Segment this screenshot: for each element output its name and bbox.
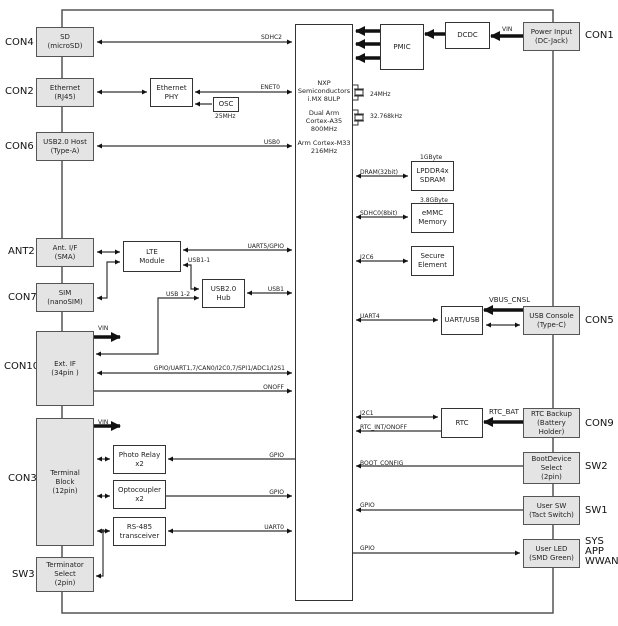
ethernet-box: Ethernet(RJ45) xyxy=(36,78,94,107)
vin-label: VIN xyxy=(98,325,108,332)
terminator-line xyxy=(96,531,104,579)
user-sw-box: User SW(Tact Switch) xyxy=(523,496,580,525)
usb11-label: USB1-1 xyxy=(188,257,210,264)
osc-box: OSC xyxy=(213,97,239,112)
ant2-label: ANT2 xyxy=(8,246,35,257)
sw2-label: SW2 xyxy=(585,461,608,472)
dram-label: DRAM(32bit) xyxy=(360,169,398,176)
uart5-label: UART5/GPIO xyxy=(248,243,285,250)
crystal-icon xyxy=(352,84,364,101)
ddr-size: 1GByte xyxy=(420,154,442,161)
dcdc-box: DCDC xyxy=(445,22,490,49)
con2-label: CON2 xyxy=(5,86,34,97)
enet0-label: ENET0 xyxy=(260,84,280,91)
sim-lte-line xyxy=(97,259,120,301)
con3-label: CON3 xyxy=(8,473,37,484)
sdhc0-label: SDHC0(8bit) xyxy=(360,210,397,217)
wwan-label: WWAN xyxy=(585,556,618,567)
gpio-label: GPIO xyxy=(360,545,375,552)
usb0-label: USB0 xyxy=(264,139,280,146)
usb12-label: USB 1-2 xyxy=(166,291,190,298)
con4-label: CON4 xyxy=(5,37,34,48)
emmc-size: 3.8GByte xyxy=(420,197,448,204)
rtc-box: RTC xyxy=(441,408,483,438)
sim-box: SIM(nanoSIM) xyxy=(36,283,94,312)
uart4-label: UART4 xyxy=(360,313,380,320)
osc-freq: 25MHz xyxy=(215,113,235,120)
vbus-label: VBUS_CNSL xyxy=(489,296,530,304)
board-outline xyxy=(61,9,554,614)
sdhc2-label: SDHC2 xyxy=(261,34,282,41)
usb1-label: USB1 xyxy=(268,286,284,293)
user-led-box: User LED(SMD Green) xyxy=(523,539,580,568)
antenna-box: Ant. I/F(SMA) xyxy=(36,238,94,267)
xtal-24mhz-label: 24MHz xyxy=(370,91,390,98)
app-label: APP xyxy=(585,546,604,557)
rtcint-label: RTC_INT/ONOFF xyxy=(360,424,408,431)
rtc-backup-box: RTC Backup(Battery Holder) xyxy=(523,408,580,438)
vin-label: VIN xyxy=(502,26,512,33)
i2c6-label: I2C6 xyxy=(360,254,374,261)
con6-label: CON6 xyxy=(5,141,34,152)
vin-label: VIN xyxy=(98,419,108,426)
uart-usb-box: UART/USB xyxy=(441,306,483,335)
con9-label: CON9 xyxy=(585,418,614,429)
gpio-label: GPIO xyxy=(269,452,284,459)
con7-label: CON7 xyxy=(8,292,37,303)
usb-host-box: USB2.0 Host(Type-A) xyxy=(36,132,94,161)
con1-label: CON1 xyxy=(585,30,614,41)
con5-label: CON5 xyxy=(585,315,614,326)
gpio-label: GPIO xyxy=(360,502,375,509)
sys-label: SYS xyxy=(585,536,604,547)
gpio-label: GPIO xyxy=(269,489,284,496)
i2c1-label: I2C1 xyxy=(360,410,374,417)
usb12-line xyxy=(96,295,199,357)
pmic-box: PMIC xyxy=(380,24,424,70)
boot-label: BOOT_CONFIG xyxy=(360,460,404,467)
sw1-label: SW1 xyxy=(585,505,608,516)
extbus-label: GPIO/UART1,7/CAN0/I2C0,7/SPI1/ADC1/I2S1 xyxy=(154,365,285,372)
sd-box: SD(microSD) xyxy=(36,27,94,57)
usb-console-box: USB Console(Type-C) xyxy=(523,306,580,335)
sw3-label: SW3 xyxy=(12,569,35,580)
usb11-line xyxy=(183,262,199,292)
ext-if-box: Ext. IF(34pin ) xyxy=(36,331,94,406)
crystal-icon xyxy=(352,109,364,126)
con10-label: CON10 xyxy=(4,361,40,372)
rtcbat-label: RTC_BAT xyxy=(489,408,520,416)
uart0-label: UART0 xyxy=(264,524,284,531)
power-input-box: Power Input(DC-Jack) xyxy=(523,22,580,51)
xtal-32khz-label: 32.768kHz xyxy=(370,113,402,120)
onoff-label: ONOFF xyxy=(263,384,284,391)
